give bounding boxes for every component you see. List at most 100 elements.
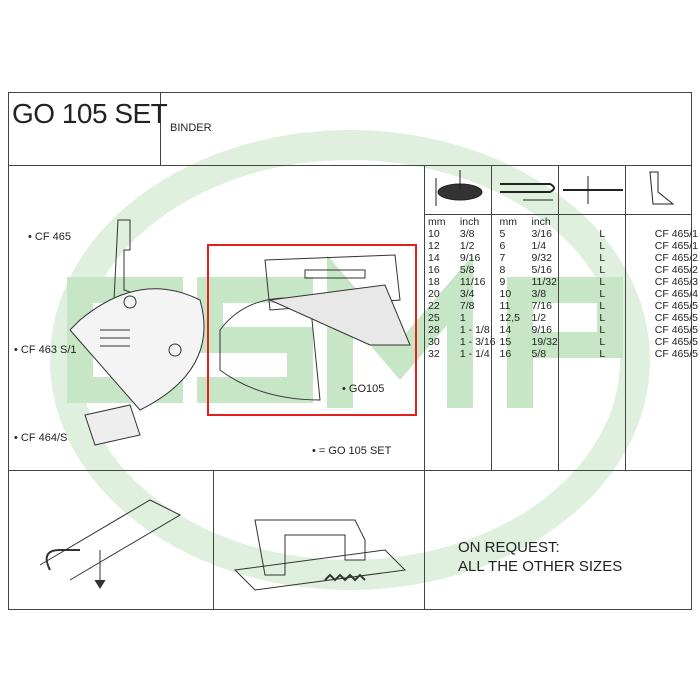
table-cell: 1 - 3/16 [459,336,496,348]
table-cell: 11/32 [531,276,557,288]
table-cell: 25 [428,312,440,324]
page-title: GO 105 SET [12,98,168,129]
table-cell: 7/16 [531,300,552,312]
binder-width-icon [435,170,483,206]
presser-foot-icon [649,171,675,205]
table-cell: L [599,300,606,312]
table-cell: 3/4 [459,288,475,300]
table-cell: 7 [499,252,506,264]
needle-plate-drawing [69,288,205,411]
binder-drawing [219,254,411,401]
subtitle: BINDER [170,122,212,134]
table-row: 32 1 - 1/4 16 5/8 L CF 465/5 [426,348,700,360]
table-cell: L [599,324,606,336]
table-cell: 1 [459,312,466,324]
highlight-box [207,244,417,416]
parts-drawing [69,219,205,446]
table-cell: 9 [499,276,506,288]
table-header-icons [435,170,675,206]
divider [160,92,161,165]
col-header: inch [531,216,551,228]
table-cell: 1 - 1/4 [459,348,490,360]
binding-diagram [39,499,182,589]
table-cell: L [599,240,606,252]
table-cell: CF 465/5 [654,300,698,312]
col-header: inch [459,216,480,228]
feed-dog-drawing [84,404,141,446]
table-cell: 11/16 [459,276,486,288]
table-cell: CF 465/5 [654,348,698,360]
table-cell: 1/2 [459,240,475,252]
divider [213,470,214,610]
presser-foot-drawing [113,219,155,301]
table-cell: 5/8 [531,348,547,360]
table-cell: 3/8 [531,288,547,300]
table-cell: L [599,312,606,324]
table-cell: 22 [428,300,440,312]
on-request-note: ON REQUEST: ALL THE OTHER SIZES [458,538,622,576]
table-cell: 32 [428,348,440,360]
table-cell: 12,5 [499,312,520,324]
table-cell: 20 [428,288,440,300]
divider [625,165,626,470]
table-cell: CF 465/4 [654,288,698,300]
table-cell: L [599,252,606,264]
sewing-machine-drawing [233,519,407,591]
col-header: mm [428,216,446,228]
divider [424,165,425,610]
table-cell: L [599,288,606,300]
table-cell: 5 [499,228,506,240]
label-go105: • GO105 [342,383,385,395]
table-row: 20 3/4 10 3/8 L CF 465/4 [426,288,700,300]
divider [491,165,492,470]
note-line-2: ALL THE OTHER SIZES [458,558,623,575]
table-cell: L [599,276,606,288]
table-cell: 14 [499,324,512,336]
table-cell: 14 [428,252,440,264]
table-cell: 10 [428,228,440,240]
divider [8,165,692,166]
table-cell: 8 [499,264,506,276]
table-cell: CF 465/1 [654,240,698,252]
table-cell: CF 465/1 [654,228,698,240]
table-cell: 5/16 [531,264,552,276]
label-cf463: • CF 463 S/1 [14,344,77,356]
table-cell: 12 [428,240,440,252]
table-cell: L [599,348,606,360]
table-cell: L [599,264,606,276]
divider [8,470,692,471]
table-cell: CF 465/5 [654,336,698,348]
table-row: 28 1 - 1/8 14 9/16 L CF 465/5 [426,324,700,336]
table-cell: 30 [428,336,440,348]
table-cell: L [599,336,606,348]
table-cell: 9/16 [531,324,552,336]
table-cell: 15 [499,336,512,348]
table-cell: 3/16 [531,228,552,240]
table-cell: 1 - 1/8 [459,324,490,336]
table-cell: 3/8 [459,228,475,240]
table-cell: CF 465/5 [654,312,698,324]
divider [558,165,559,470]
table-cell: 16 [499,348,512,360]
table-cell: CF 465/2 [654,252,698,264]
table-cell: 10 [499,288,512,300]
table-cell: CF 465/2 [654,264,698,276]
col-header: mm [499,216,518,228]
label-cf464: • CF 464/S [14,432,68,444]
table-cell: 7/8 [459,300,475,312]
table-cell: 16 [428,264,440,276]
note-line-1: ON REQUEST: [458,539,560,556]
fold-width-icon [500,183,555,201]
thickness-icon [563,176,623,204]
table-cell: 9/32 [531,252,552,264]
table-cell: CF 465/5 [654,324,698,336]
table-cell: 28 [428,324,440,336]
